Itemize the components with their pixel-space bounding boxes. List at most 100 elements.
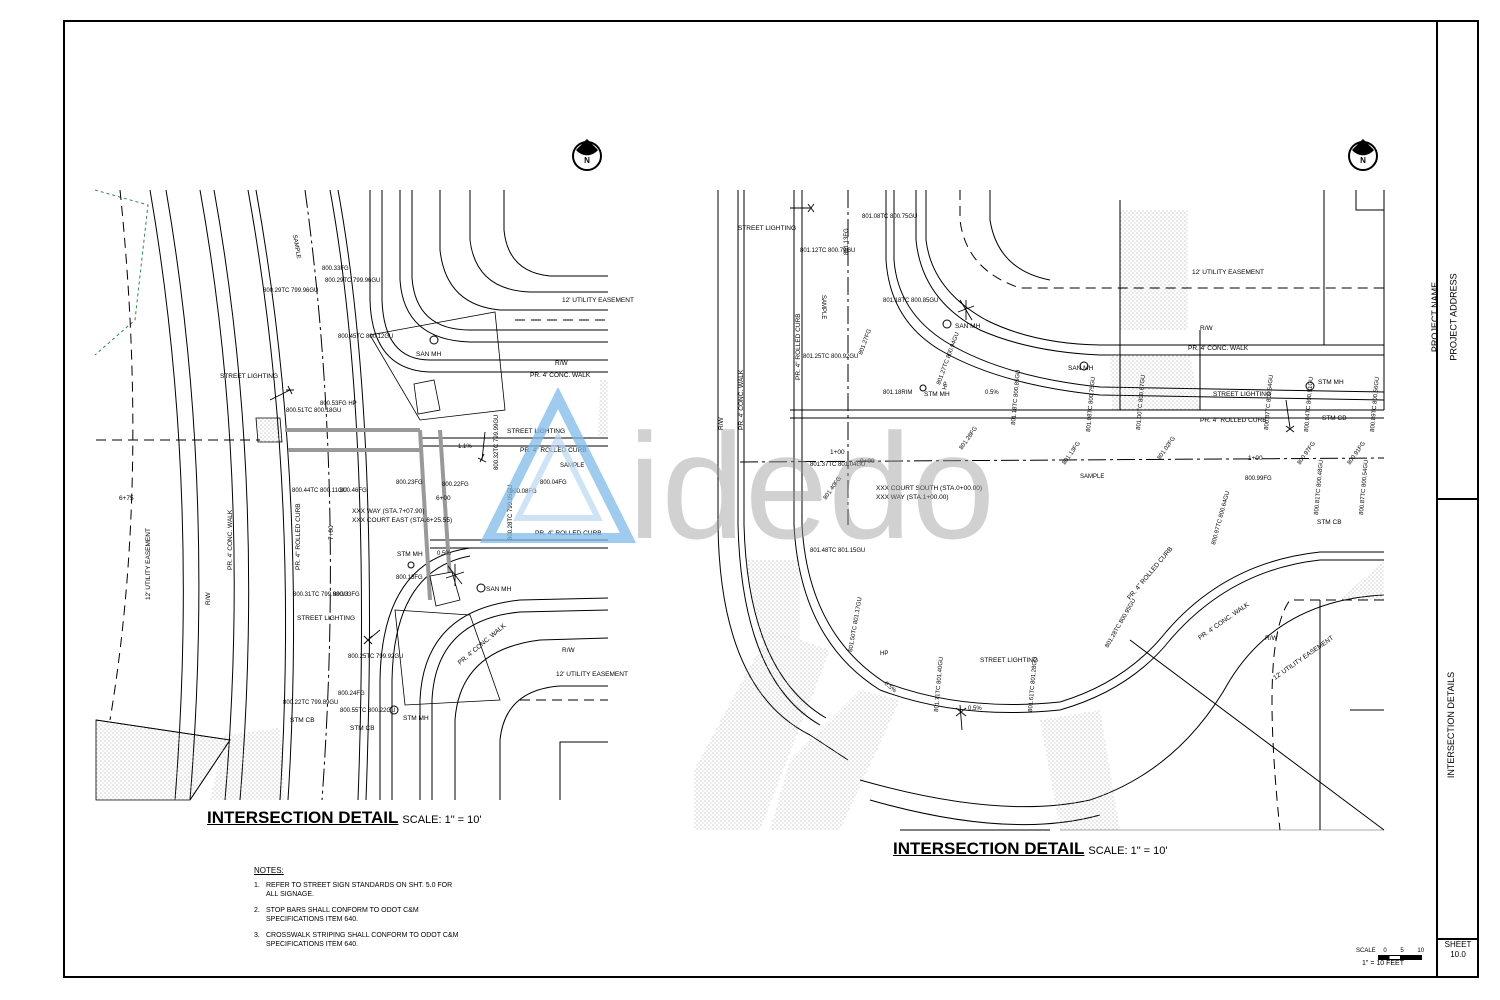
label-station: 6+00: [436, 495, 451, 502]
label-elevation: 801.13FG: [844, 228, 850, 255]
label-elevation: 800.81TC 800.48GU: [1314, 459, 1325, 515]
scale-ratio: 1" = 10 FEET: [1362, 960, 1404, 967]
sheet-title: INTERSECTION DETAILS: [1446, 671, 1457, 779]
label-utility-easement: 12' UTILITY EASEMENT: [1272, 635, 1335, 682]
label-elevation: 801.27FG: [858, 328, 873, 355]
label-san-mh: SAN MH: [955, 323, 981, 330]
label-elevation: 801.37TC 801.04GU: [810, 462, 865, 468]
label-court-station: XXX COURT EAST (STA.6+25.55): [352, 517, 452, 524]
label-slope: 0.5%: [985, 390, 999, 396]
scale-graphic: [1378, 955, 1422, 960]
scale-tick: 10: [1417, 948, 1425, 954]
label-hp: HP: [880, 651, 888, 657]
label-rw: R/W: [718, 417, 725, 431]
label-elevation: 801.61TC 801.28GU: [1028, 656, 1039, 712]
label-station: 1+00: [830, 449, 845, 456]
label-elevation: 801.71TC 801.40GU: [934, 656, 945, 712]
detail-title-text: INTERSECTION DETAIL: [893, 839, 1085, 858]
label-elevation: 801.18TC 800.85GU: [883, 298, 938, 304]
label-elevation: 800.51TC 800.18GU: [286, 408, 341, 414]
label-elevation: 800.33FG: [322, 266, 349, 272]
scale-tick: 0: [1383, 948, 1387, 954]
label-station: 7+00: [328, 525, 335, 540]
label-elevation: 800.45TC 800.12GU: [338, 334, 393, 340]
label-walk: PR. 4' CONC. WALK: [1188, 345, 1249, 352]
label-station: 6+75: [119, 495, 134, 502]
label-stm-mh: STM MH: [403, 715, 429, 722]
label-utility-easement: 12' UTILITY EASEMENT: [145, 528, 152, 600]
label-elevation: 800.29TC 799.96GU: [263, 288, 318, 294]
label-elevation: 800.28TC 799.95GU: [508, 485, 514, 540]
label-rw: R/W: [1265, 635, 1279, 642]
label-curb: PR. 4" ROLLED CURB: [795, 313, 802, 380]
label-walk: PR. 4' CONC. WALK: [738, 369, 745, 430]
north-arrow-left-icon: N: [572, 139, 602, 171]
label-elevation: 801.02FG: [1157, 436, 1177, 462]
label-san-mh: SAN MH: [486, 586, 512, 593]
label-elevation: 800.97FG: [1297, 441, 1317, 467]
label-elevation: 800.04FG: [540, 480, 567, 486]
watermark-logo-icon: idedo: [479, 388, 995, 548]
label-san-mh: SAN MH: [416, 351, 442, 358]
label-slope: 0.5%: [883, 681, 898, 695]
label-slope: 1.1%: [458, 444, 472, 450]
label-stm-cb: STM CB: [350, 725, 375, 732]
label-elevation: 801.00TC 800.67GU: [1136, 374, 1147, 430]
label-walk: PR. 4' CONC. WALK: [530, 372, 591, 379]
label-rw: R/W: [555, 360, 569, 367]
detail-title-text: INTERSECTION DETAIL: [207, 808, 399, 827]
label-elevation: 800.33FG: [333, 592, 360, 598]
label-walk: PR. 4' CONC. WALK: [227, 509, 234, 570]
svg-text:N: N: [1360, 156, 1366, 165]
sheet-label: SHEET: [1444, 940, 1472, 949]
general-notes: NOTES: 1.REFER TO STREET SIGN STANDARDS …: [254, 866, 464, 956]
label-stm-cb: STM CB: [1317, 519, 1342, 526]
label-elevation: 800.22TC 799.89GU: [283, 700, 338, 706]
label-street-lighting: STREET LIGHTING: [220, 373, 278, 380]
label-station: 0+00: [860, 458, 875, 465]
label-elevation: 800.89TC 800.56GU: [1370, 376, 1381, 432]
scale-bar: SCALE 0 5 10 1" = 10 FEET: [1356, 948, 1424, 967]
label-elevation: 800.46FG: [340, 488, 367, 494]
label-sample: SAMPLE: [291, 234, 301, 259]
label-way-station: XXX WAY (STA.1+00.00): [876, 494, 949, 501]
label-station: 1+00: [1248, 455, 1263, 462]
label-elevation: 801.08TC 800.75GU: [1086, 376, 1097, 432]
label-elevation: 800.32TC 799.99GU: [494, 415, 500, 470]
note-item: 1.REFER TO STREET SIGN STANDARDS ON SHT.…: [254, 882, 453, 898]
label-curb: PR. 4" ROLLED CURB: [1200, 417, 1267, 424]
label-elevation: 800.31TC 799.98GU: [293, 592, 348, 598]
note-item: 3.CROSSWALK STRIPING SHALL CONFORM TO OD…: [254, 932, 459, 948]
label-san-mh: SAN MH: [1068, 365, 1094, 372]
label-slope: 0.5%: [968, 706, 982, 712]
label-utility-easement: 12' UTILITY EASEMENT: [556, 671, 628, 678]
label-street-lighting: STREET LIGHTING: [980, 657, 1038, 664]
watermark-text: idedo: [628, 402, 995, 548]
label-street-lighting: STREET LIGHTING: [738, 225, 796, 232]
label-street-lighting: STREET LIGHTING: [297, 615, 355, 622]
label-elevation: 800.29TC 799.96GU: [325, 278, 380, 284]
detail-scale-text: SCALE: 1" = 10': [402, 814, 482, 826]
label-elevation: 800.24FG: [338, 691, 365, 697]
label-utility-easement: 12' UTILITY EASEMENT: [1192, 269, 1264, 276]
left-walk-hatch: [95, 379, 608, 801]
label-elevation: 800.53FG HP: [320, 401, 357, 407]
label-elevation: 801.13FG: [1062, 441, 1082, 467]
label-walk: PR. 4' CONC. WALK: [457, 622, 508, 667]
label-rim: 801.18RIM: [883, 390, 912, 396]
label-elevation: 801.08TC 800.75GU: [862, 214, 917, 220]
label-elevation: 800.25TC 799.92GU: [348, 654, 403, 660]
label-elevation: 801.50TC 801.17GU: [848, 597, 864, 653]
label-walk: PR. 4' CONC. WALK: [1197, 601, 1251, 642]
title-block: [1436, 20, 1479, 978]
label-sample-mid: SAMPLE: [1080, 474, 1104, 480]
label-elevation: 800.22FG: [442, 482, 469, 488]
label-elevation: 800.99FG: [1245, 476, 1272, 482]
label-sample: SAMPLE: [820, 295, 826, 319]
label-rw: R/W: [562, 647, 576, 654]
label-hp: HP: [942, 381, 950, 391]
label-way-station: XXX WAY (STA.7+07.90): [352, 508, 425, 515]
scale-label: SCALE: [1356, 948, 1376, 954]
